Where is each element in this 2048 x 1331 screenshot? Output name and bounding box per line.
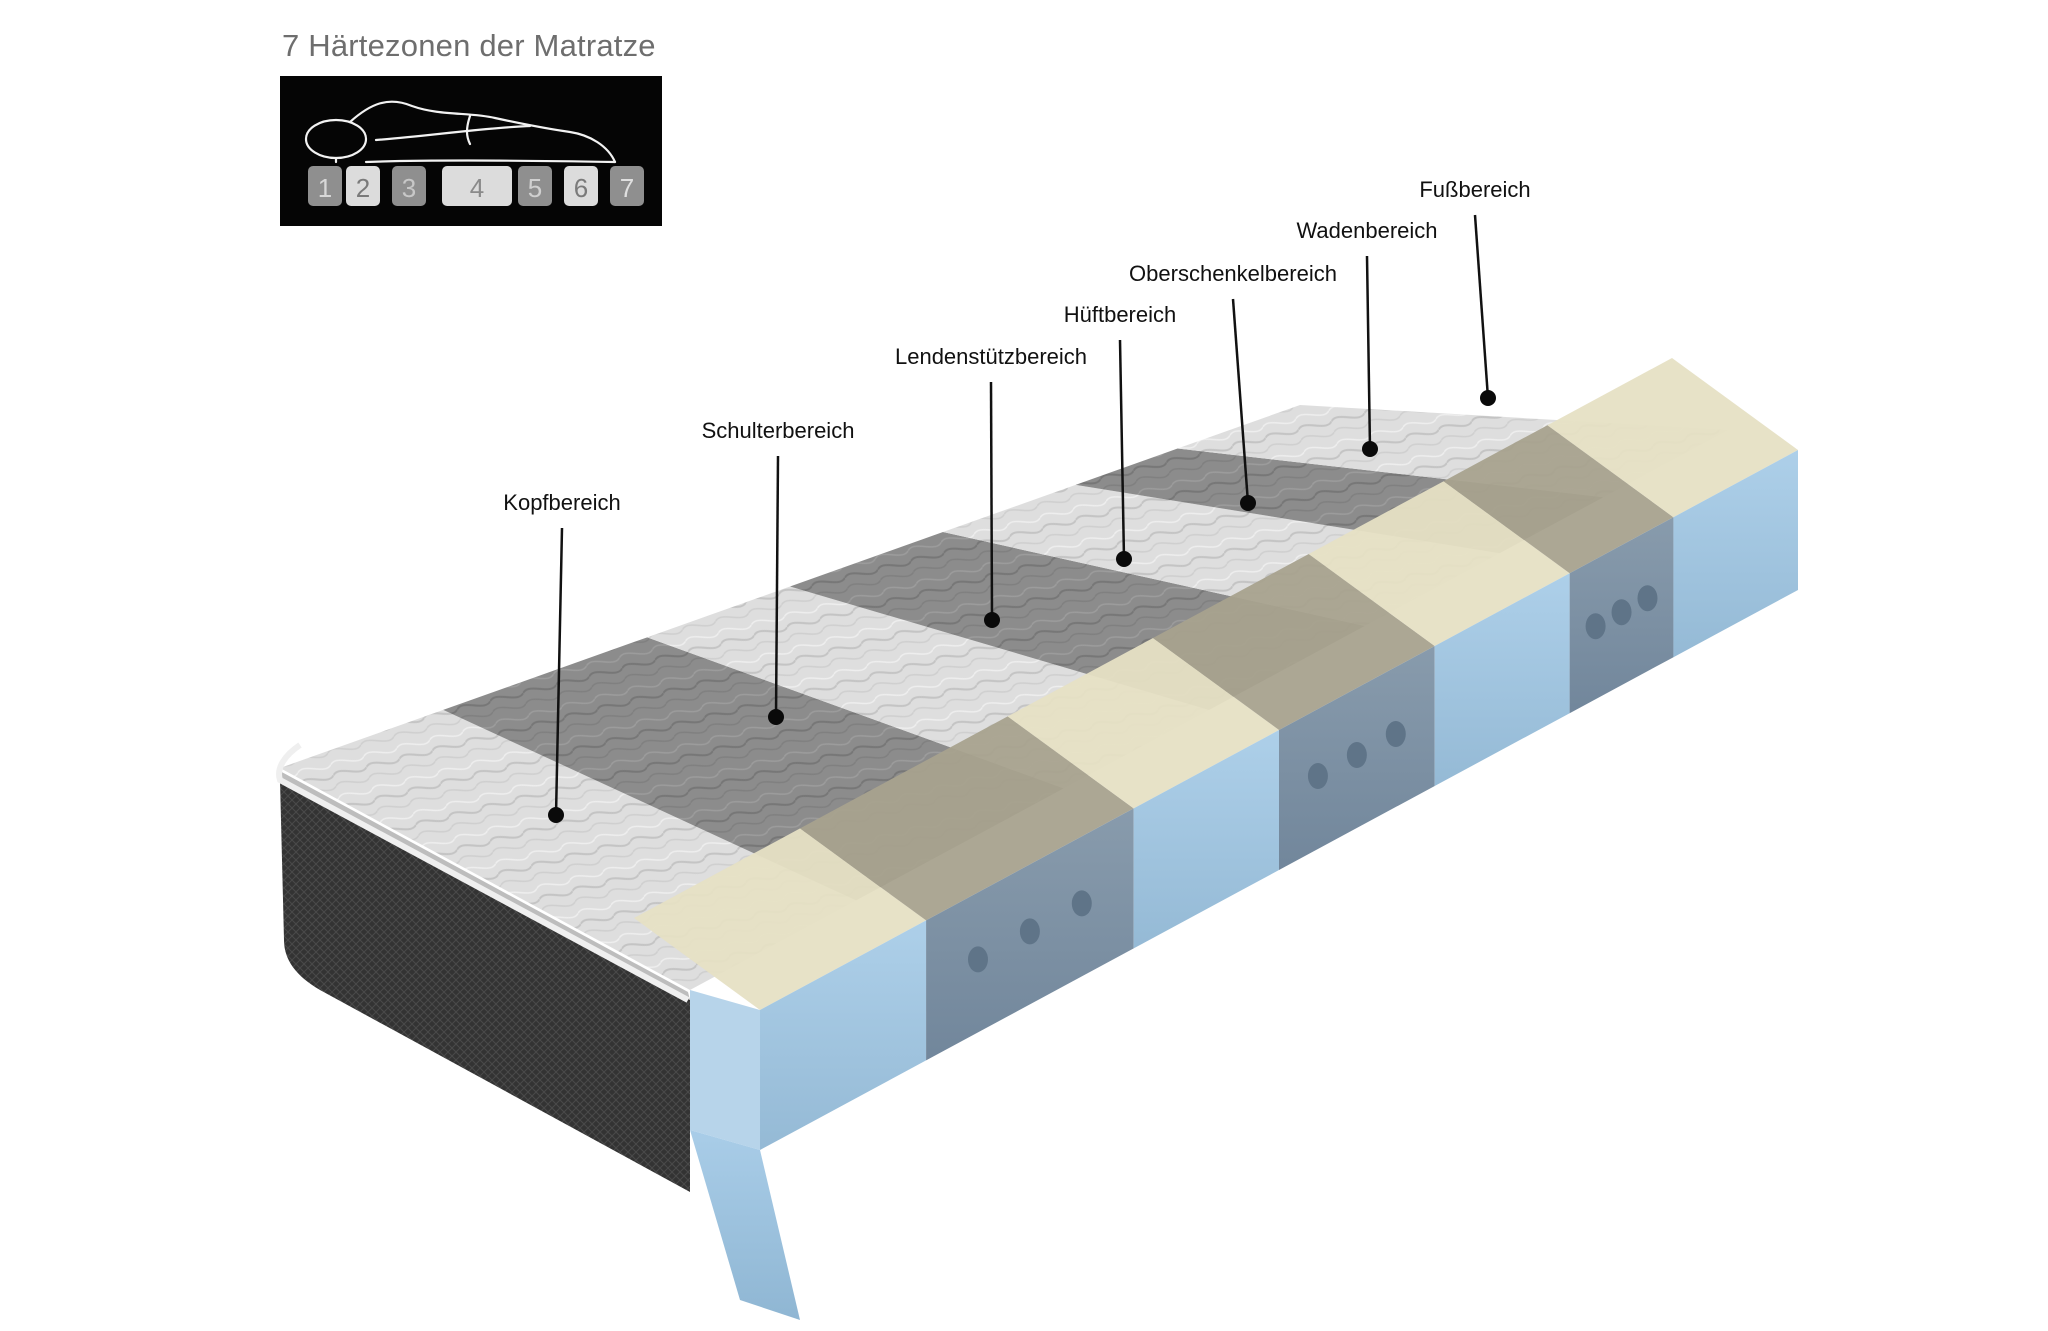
leader-dot	[1480, 390, 1496, 406]
foam-top-segment	[1308, 481, 1570, 646]
legend-zone-6: 6	[564, 166, 598, 206]
legend-zone-number: 3	[402, 173, 416, 203]
legend-zone-4: 4	[442, 166, 512, 206]
foam-air-channel	[1019, 918, 1040, 945]
zone-label-3: Lendenstützbereich	[894, 344, 1088, 369]
legend-zone-block	[610, 166, 644, 206]
legend-zone-5: 5	[518, 166, 552, 206]
legend-zone-1: 1	[308, 166, 342, 206]
zone-label-7: Fußbereich	[1419, 177, 1531, 202]
foam-core-section	[634, 358, 1798, 1320]
foam-top-segment	[1547, 358, 1798, 518]
zone-label-4: Hüftbereich	[1063, 302, 1177, 327]
foam-top-segment	[634, 828, 927, 1010]
legend-zone-2: 2	[346, 166, 380, 206]
legend-zone-7: 7	[610, 166, 644, 206]
foam-side-segment	[1673, 450, 1798, 658]
foam-top-segment	[1443, 425, 1674, 574]
foam-base	[690, 1130, 800, 1320]
leader-dot	[1116, 551, 1132, 567]
legend-zone-number: 2	[356, 173, 370, 203]
legend-zone-number: 6	[574, 173, 588, 203]
zone-label-1: Kopfbereich	[503, 490, 621, 515]
foam-side-segment	[760, 920, 927, 1150]
foam-top-segment	[1007, 638, 1279, 809]
leader-dot	[548, 807, 564, 823]
foam-side-segment	[1133, 730, 1279, 949]
legend-zone-number: 1	[318, 173, 332, 203]
leader-line	[1473, 214, 1490, 399]
leader-line	[1231, 298, 1250, 504]
foam-air-channel	[1385, 721, 1406, 747]
legend-zone-3: 3	[392, 166, 426, 206]
foam-air-channel	[1611, 599, 1632, 626]
foam-end-cap	[690, 990, 760, 1150]
foam-air-channel	[1585, 613, 1606, 640]
foam-side-segment	[1434, 573, 1570, 786]
legend-zone-block	[442, 166, 512, 206]
foam-air-channel	[967, 946, 988, 973]
sleeping-person-icon	[304, 100, 617, 164]
foam-air-channel	[1346, 742, 1367, 768]
legend-zone-block	[518, 166, 552, 206]
foam-air-channel	[1307, 763, 1328, 789]
legend-zone-number: 7	[620, 173, 634, 203]
zone-label-2: Schulterbereich	[701, 418, 855, 443]
foam-air-channel	[1637, 585, 1658, 612]
zone-label-6: Wadenbereich	[1296, 218, 1438, 243]
leader-line	[1118, 339, 1126, 560]
leader-line	[774, 455, 780, 718]
leader-dot	[768, 709, 784, 725]
foam-top-segment	[1153, 554, 1435, 730]
legend-zone-block	[564, 166, 598, 206]
foam-top-segment	[800, 716, 1134, 921]
zone-label-5: Oberschenkelbereich	[1129, 261, 1337, 286]
foam-air-channel	[1071, 890, 1092, 917]
leader-dot	[1362, 441, 1378, 457]
diagram-title: 7 Härtezonen der Matratze	[282, 28, 656, 63]
leader-dot	[984, 612, 1000, 628]
legend-zone-block	[392, 166, 426, 206]
leader-line	[989, 381, 994, 621]
legend-zone-block	[346, 166, 380, 206]
cover-piping	[276, 742, 690, 1003]
leader-line	[1365, 255, 1372, 450]
zone-leaders	[548, 214, 1496, 823]
legend-zone-number: 4	[470, 173, 484, 203]
leader-dot	[1240, 495, 1256, 511]
legend-zone-number: 5	[528, 173, 542, 203]
legend-zone-block	[308, 166, 342, 206]
leader-line	[554, 527, 564, 816]
